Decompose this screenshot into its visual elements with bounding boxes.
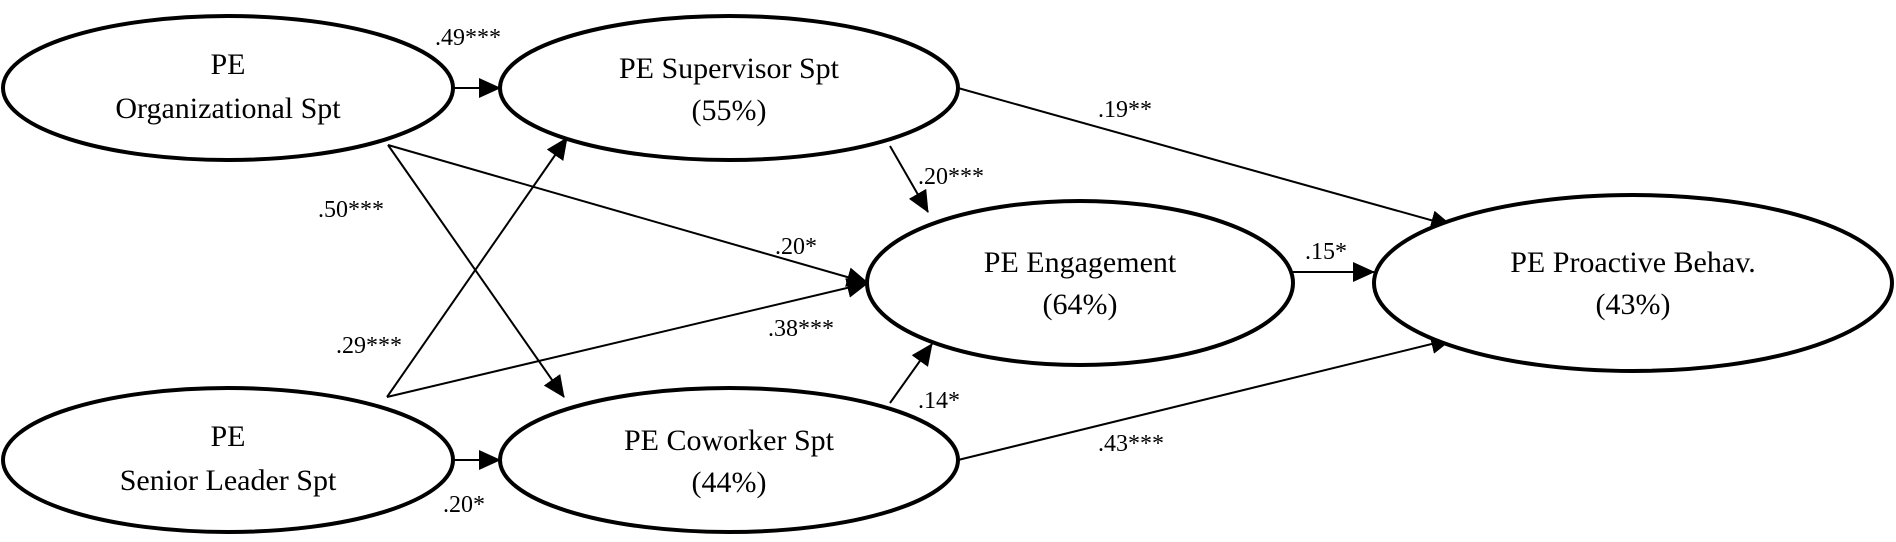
edge-coworker-to-engagement xyxy=(889,343,933,404)
coef-org-engagement: .20* xyxy=(775,234,817,260)
node-label-line1: PE Coworker Spt xyxy=(624,424,835,457)
node-label-line2: (43%) xyxy=(1596,288,1671,321)
coef-coworker-proactive: .43*** xyxy=(1098,431,1164,457)
edge-org-to-coworker xyxy=(387,144,565,398)
node-label-line1: PE xyxy=(210,48,245,81)
node-label-line1: PE xyxy=(210,420,245,453)
coef-org-coworker: .50*** xyxy=(318,197,384,223)
node-proactive-behavior: PE Proactive Behav. (43%) xyxy=(1372,193,1894,373)
edge-senior-to-supervisor xyxy=(386,137,568,398)
coefficients: .49*** .50*** .20* .29*** .38*** .20* .2… xyxy=(318,25,1347,518)
node-label-line1: PE Proactive Behav. xyxy=(1510,246,1756,279)
node-organizational-support: PE Organizational Spt xyxy=(1,14,455,162)
node-label-line1: PE Supervisor Spt xyxy=(619,52,840,85)
node-label-line2: (55%) xyxy=(692,94,767,127)
edge-coworker-to-proactive xyxy=(957,334,1453,461)
coef-supervisor-engagement: .20*** xyxy=(918,164,984,190)
edge-senior-to-engagement xyxy=(386,278,869,398)
coef-coworker-engagement: .14* xyxy=(918,388,960,414)
node-supervisor-support: PE Supervisor Spt (55%) xyxy=(498,14,960,162)
edge-supervisor-to-engagement xyxy=(889,145,929,213)
coef-senior-coworker: .20* xyxy=(443,492,485,518)
node-engagement: PE Engagement (64%) xyxy=(865,199,1295,367)
edge-org-to-engagement xyxy=(387,144,869,287)
coef-supervisor-proactive: .19** xyxy=(1098,97,1152,123)
coef-senior-engagement: .38*** xyxy=(768,316,834,342)
node-senior-leader-support: PE Senior Leader Spt xyxy=(1,386,455,534)
node-coworker-support: PE Coworker Spt (44%) xyxy=(498,386,960,534)
node-label-line2: (44%) xyxy=(692,466,767,499)
node-label-line2: Senior Leader Spt xyxy=(120,464,337,497)
edges xyxy=(386,78,1453,470)
coef-senior-supervisor: .29*** xyxy=(336,333,402,359)
coef-org-supervisor: .49*** xyxy=(435,25,501,51)
node-label-line2: Organizational Spt xyxy=(115,92,341,125)
coef-engagement-proactive: .15* xyxy=(1305,239,1347,265)
edge-supervisor-to-proactive xyxy=(957,87,1453,230)
node-label-line2: (64%) xyxy=(1043,288,1118,321)
node-label-line1: PE Engagement xyxy=(984,246,1177,279)
